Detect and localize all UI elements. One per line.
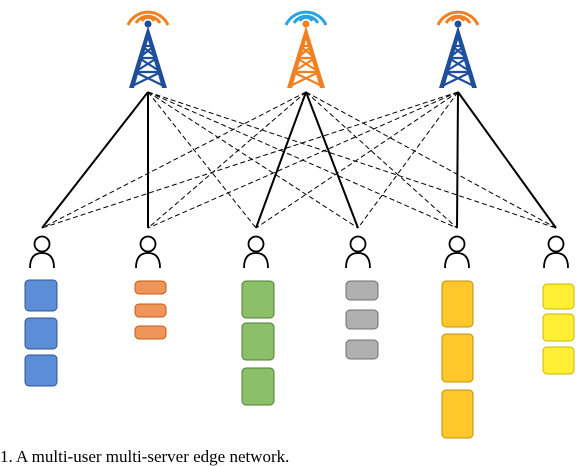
task-block <box>542 346 575 375</box>
user-3-task-stack <box>241 280 275 406</box>
task-block <box>345 339 379 360</box>
person-head <box>547 235 565 253</box>
person-body <box>243 252 269 269</box>
user-5-task-stack <box>441 280 474 439</box>
antenna-tip <box>144 20 152 28</box>
antenna-tip <box>454 20 462 28</box>
task-block <box>134 280 167 295</box>
dashed-link <box>305 91 458 229</box>
user-4-person-icon <box>345 235 371 269</box>
person-body <box>135 252 161 269</box>
figure-caption: 1. A multi-user multi-server edge networ… <box>0 447 290 466</box>
tower-strut <box>131 71 162 87</box>
solid-link <box>41 91 149 229</box>
radio-wave <box>140 16 156 22</box>
solid-link <box>457 91 557 229</box>
person-body <box>345 252 371 269</box>
tower-strut <box>296 57 320 73</box>
tower-strut <box>299 45 316 59</box>
dashed-link <box>147 91 557 229</box>
tower-strut <box>138 57 162 73</box>
user-6-person-icon <box>543 235 569 269</box>
person-head <box>448 235 466 253</box>
dashed-link <box>41 91 307 229</box>
task-block <box>241 367 275 406</box>
tower-strut <box>444 57 468 73</box>
person-head <box>139 235 157 253</box>
radio-wave <box>450 16 466 22</box>
tower-2-icon <box>284 10 328 88</box>
radio-wave <box>298 16 314 22</box>
tower-strut <box>292 71 323 87</box>
task-block <box>345 280 379 301</box>
user-2-person-icon <box>135 235 161 269</box>
task-block <box>542 313 575 342</box>
dashed-link <box>305 91 557 229</box>
task-block <box>24 279 58 312</box>
task-block <box>241 322 275 361</box>
task-block <box>134 325 167 340</box>
dashed-link <box>147 91 359 229</box>
user-layer <box>29 235 569 269</box>
task-block <box>24 354 58 387</box>
radio-wave <box>444 14 472 24</box>
tower-strut <box>448 57 472 73</box>
task-block <box>241 280 275 319</box>
person-body <box>444 252 470 269</box>
task-block <box>441 389 474 439</box>
user-4-task-stack <box>345 280 379 360</box>
user-2-task-stack <box>134 280 167 340</box>
tower-strut <box>296 45 313 59</box>
radio-wave <box>436 10 480 26</box>
tower-strut <box>292 57 316 73</box>
dashed-link <box>41 91 459 229</box>
solid-link <box>456 91 459 229</box>
dashed-link <box>357 91 459 229</box>
radio-wave <box>134 14 162 24</box>
tower-strut <box>138 45 155 59</box>
user-6-task-stack <box>542 283 575 375</box>
task-block <box>24 317 58 350</box>
task-block <box>134 303 167 318</box>
person-head <box>33 235 51 253</box>
tower-layer <box>126 10 480 88</box>
tower-strut <box>451 45 468 59</box>
tower-strut <box>134 57 158 73</box>
tower-strut <box>134 71 165 87</box>
task-layer <box>24 279 575 439</box>
tower-strut <box>444 71 475 87</box>
tower-strut <box>289 71 320 87</box>
radio-wave <box>126 10 170 26</box>
solid-link <box>255 91 307 229</box>
antenna-tip <box>302 20 310 28</box>
task-block <box>345 309 379 330</box>
tower-strut <box>448 45 465 59</box>
link-layer <box>41 91 557 229</box>
person-head <box>247 235 265 253</box>
person-body <box>543 252 569 269</box>
dashed-link <box>147 91 459 229</box>
person-head <box>349 235 367 253</box>
person-body <box>29 252 55 269</box>
tower-3-icon <box>436 10 480 88</box>
user-3-person-icon <box>243 235 269 269</box>
task-block <box>441 333 474 383</box>
radio-wave <box>284 10 328 26</box>
user-1-person-icon <box>29 235 55 269</box>
dashed-link <box>255 91 459 229</box>
task-block <box>441 280 474 328</box>
user-5-person-icon <box>444 235 470 269</box>
solid-link <box>305 91 359 229</box>
dashed-link <box>147 91 307 229</box>
task-block <box>542 283 575 310</box>
user-1-task-stack <box>24 279 58 387</box>
radio-wave <box>292 14 320 24</box>
dashed-link <box>147 91 257 229</box>
tower-strut <box>141 45 158 59</box>
tower-1-icon <box>126 10 170 88</box>
tower-strut <box>441 71 472 87</box>
